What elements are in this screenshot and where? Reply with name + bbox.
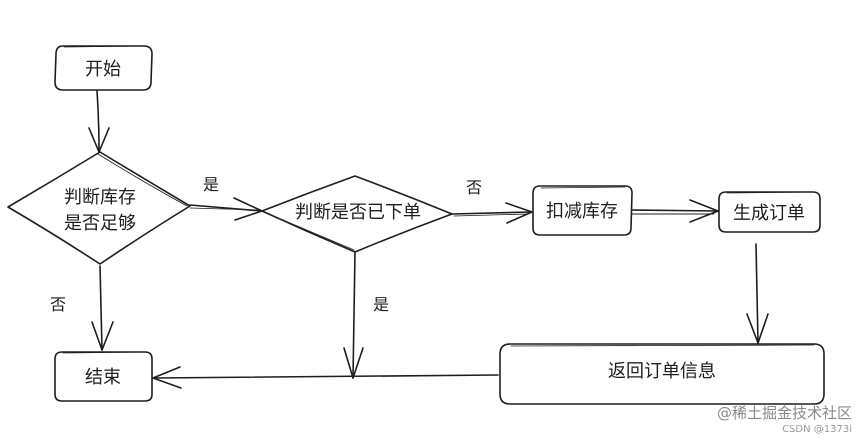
watermark-main: @稀土掘金技术社区 — [717, 404, 852, 422]
edge-check-stock-yes: 是 — [189, 175, 263, 221]
edge-deduct-to-create — [631, 199, 719, 223]
edge-create-to-return — [746, 243, 769, 344]
node-create-order: 生成订单 — [718, 191, 821, 233]
node-start: 开始 — [54, 45, 153, 91]
node-deduct-stock-label: 扣减库存 — [546, 201, 618, 222]
edge-return-to-end — [152, 366, 499, 389]
node-start-label: 开始 — [85, 59, 121, 80]
node-check-order: 判断是否已下单 — [261, 175, 453, 253]
node-check-stock-line2: 是否足够 — [64, 213, 136, 234]
edge-check-order-yes-label: 是 — [373, 295, 389, 314]
watermark: @稀土掘金技术社区 CSDN @1373i — [717, 404, 852, 435]
node-deduct-stock: 扣减库存 — [532, 185, 633, 236]
node-check-order-label: 判断是否已下单 — [295, 202, 421, 223]
edge-check-stock-yes-label: 是 — [203, 175, 219, 194]
edge-start-to-check-stock — [88, 90, 110, 153]
node-end: 结束 — [54, 351, 153, 402]
edge-check-stock-no-label: 否 — [50, 295, 66, 314]
edge-check-stock-no: 否 — [50, 265, 114, 351]
edge-check-order-no-label: 否 — [466, 178, 482, 197]
node-check-stock: 判断库存 是否足够 — [7, 151, 191, 265]
node-return-info: 返回订单信息 — [499, 343, 825, 405]
node-return-info-label: 返回订单信息 — [608, 361, 716, 382]
watermark-sub: CSDN @1373i — [782, 424, 852, 435]
node-check-stock-line1: 判断库存 — [64, 187, 136, 208]
node-create-order-label: 生成订单 — [733, 203, 805, 224]
edge-check-order-yes: 是 — [343, 251, 389, 379]
edge-check-order-no: 否 — [451, 178, 533, 224]
node-end-label: 结束 — [85, 367, 121, 388]
